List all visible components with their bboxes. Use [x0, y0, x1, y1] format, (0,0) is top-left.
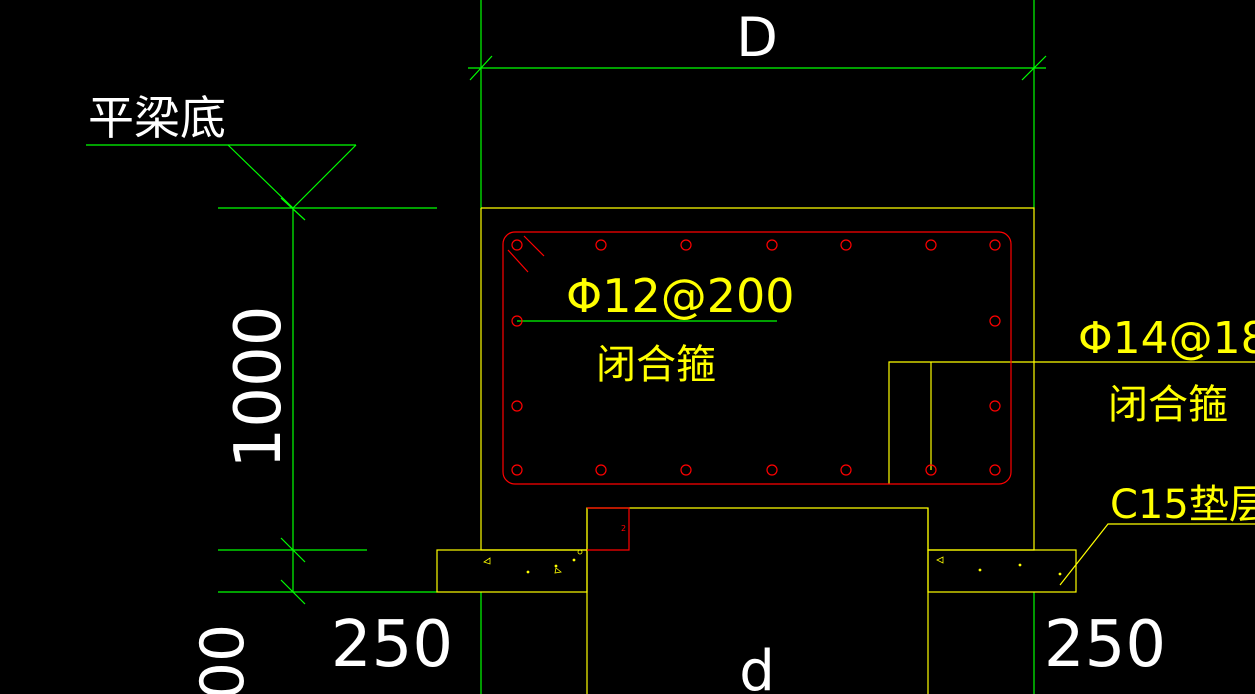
rebar-bottom-0: [511, 464, 523, 476]
rebar-bottom-2: [680, 464, 692, 476]
rebar-top-2: [680, 239, 692, 251]
rebar-top-0: [511, 239, 523, 251]
d-tick-right: [1021, 55, 1047, 81]
leader-cushion: [1059, 523, 1255, 586]
small-mark-label: 2: [621, 524, 626, 533]
rebar-top-6: [989, 239, 1001, 251]
rebar-bottom-4: [840, 464, 852, 476]
elevation-label: 平梁底: [88, 91, 226, 145]
rebar-top-4: [840, 239, 852, 251]
cushion-right: [927, 549, 1077, 593]
d-tick-left: [469, 55, 493, 81]
right-width-label: 250: [1044, 608, 1166, 682]
top-dimension-label: D: [736, 6, 778, 69]
outer-stirrup-name: 闭合箍: [1108, 382, 1228, 428]
stirrup-hook: [507, 249, 529, 273]
bottom-dimension-label: d: [739, 639, 775, 694]
cushion-left: [436, 549, 588, 593]
bottom-partial-dimension-label: 00: [188, 624, 258, 694]
rebar-top-1: [595, 239, 607, 251]
rebar-top-5: [925, 239, 937, 251]
left-width-label: 250: [331, 608, 453, 682]
rebar-top-3: [766, 239, 778, 251]
elevation-triangle-left: [227, 144, 294, 209]
green-linework: [86, 0, 1047, 694]
outer-stirrup-spec: Φ14@180: [1078, 313, 1255, 364]
rebar-bottom-5: [925, 464, 937, 476]
rebar-bottom-1: [595, 464, 607, 476]
yellow-linework: [436, 207, 1255, 694]
leader-outer-stirrup: [888, 361, 1255, 484]
cushion-layer-label: C15垫层: [1110, 482, 1255, 528]
height-dimension-label: 1000: [222, 306, 296, 469]
cushion-hatch: [483, 549, 1062, 576]
rebar-right-1: [989, 400, 1001, 412]
beam-outline: [480, 207, 1035, 551]
closed-stirrup: [502, 231, 1012, 485]
elevation-triangle-right: [292, 144, 357, 209]
height-tick-top: [280, 197, 306, 221]
rebar-left-0: [511, 315, 523, 327]
small-mark-box: [587, 507, 630, 551]
stirrup-hook-2: [523, 235, 545, 257]
red-reinforcement: [502, 231, 1012, 551]
rebar-left-1: [511, 400, 523, 412]
rebar-group: [511, 239, 1001, 476]
rebar-right-0: [989, 315, 1001, 327]
rebar-bottom-6: [989, 464, 1001, 476]
inner-stirrup-name: 闭合箍: [596, 342, 716, 388]
inner-stirrup-spec: Φ12@200: [566, 269, 795, 323]
rebar-bottom-3: [766, 464, 778, 476]
